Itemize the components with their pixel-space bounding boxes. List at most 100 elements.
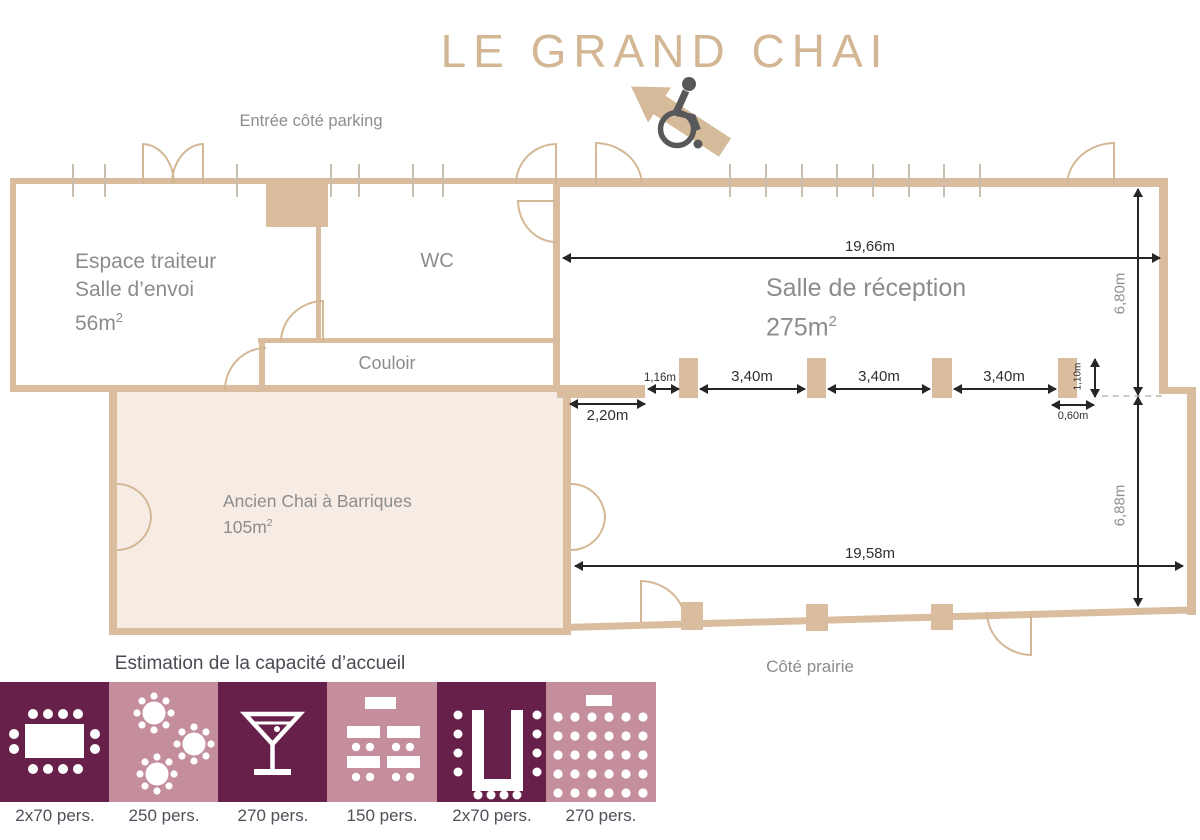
room-label-wc: WC <box>420 250 454 272</box>
window-tick <box>104 164 106 197</box>
dimension-gap-2 <box>827 384 931 394</box>
dimension-pillar-depth <box>1090 358 1100 398</box>
theater-rows-icon <box>553 695 648 798</box>
capacity-label: 270 pers. <box>565 806 637 825</box>
cocktail-glass-icon <box>239 711 306 775</box>
dimension-label: 1,16m <box>644 372 676 384</box>
room-label-reception: Salle de réception 275m2 <box>766 274 967 342</box>
window-tick <box>872 164 874 197</box>
room-label-chai: Ancien Chai à Barriques 105m2 <box>223 491 412 537</box>
dashed-line <box>1102 395 1162 397</box>
wall <box>1159 387 1196 394</box>
dimension-label: 19,66m <box>844 238 896 255</box>
room-label-espace-traiteur: Espace traiteur Salle d’envoi 56m2 <box>75 250 217 335</box>
dimension-bottom-width <box>574 561 1184 571</box>
window-tick <box>72 164 74 197</box>
column <box>806 604 828 631</box>
dimension-label: 0,60m <box>1057 410 1089 422</box>
round-tables-icon <box>133 692 215 795</box>
dimension-right-upper <box>1133 188 1143 396</box>
dimension-gap-1 <box>699 384 806 394</box>
entrance-door-arc <box>595 142 643 186</box>
wall <box>563 385 571 635</box>
window-tick <box>729 164 731 197</box>
window-tick <box>836 164 838 197</box>
dimension-label: 3,40m <box>731 368 773 385</box>
wall <box>557 178 1168 187</box>
wheelchair-icon <box>657 77 703 149</box>
capacity-label: 150 pers. <box>346 806 418 825</box>
column <box>931 604 953 630</box>
dimension-pillar-width <box>1051 400 1095 410</box>
dimension-label: 6,88m <box>1111 484 1129 527</box>
capacity-label: 2x70 pers. <box>15 806 95 825</box>
page-title: LE GRAND CHAI <box>440 25 890 77</box>
column <box>681 602 703 630</box>
dimension-label: 2,20m <box>586 407 629 424</box>
wall <box>10 385 570 392</box>
door-arc <box>640 580 686 622</box>
capacity-label: 2x70 pers. <box>452 806 532 825</box>
door-arc <box>517 200 556 243</box>
window-tick <box>908 164 910 197</box>
window-tick <box>765 164 767 197</box>
capacity-label: 270 pers. <box>237 806 309 825</box>
legend-tile-banquet <box>0 682 110 802</box>
dimension-label: 3,40m <box>858 368 900 385</box>
door-arc <box>280 300 324 342</box>
structural-column <box>266 181 328 227</box>
wall <box>109 385 117 635</box>
wall <box>557 385 645 398</box>
column <box>1058 358 1077 398</box>
legend-tile-theater <box>546 682 656 802</box>
window-tick <box>979 164 981 197</box>
wall <box>553 178 560 392</box>
window-tick <box>943 164 945 197</box>
dimension-first-gap <box>647 384 680 394</box>
dimension-right-lower <box>1133 396 1143 607</box>
door-arc <box>571 483 606 518</box>
wall <box>316 224 321 343</box>
prairie-label: Côté prairie <box>766 657 854 676</box>
capacity-label: 250 pers. <box>128 806 200 825</box>
wall <box>10 178 16 391</box>
ancien-chai-floor <box>117 392 563 628</box>
door-arc <box>171 143 204 184</box>
wall <box>1159 178 1168 394</box>
dimension-left-offset <box>569 399 646 409</box>
dimension-label: 19,58m <box>844 545 896 562</box>
dimension-label: 1,10m <box>1072 362 1084 391</box>
column <box>932 358 952 398</box>
dimension-gap-3 <box>953 384 1057 394</box>
classroom-rows-icon <box>347 697 420 782</box>
dimension-top-width <box>562 253 1161 263</box>
room-label-couloir: Couloir <box>358 353 416 373</box>
wall <box>109 628 571 635</box>
window-tick <box>330 164 332 197</box>
dimension-label: 6,80m <box>1111 272 1129 315</box>
window-tick <box>358 164 360 197</box>
door-arc <box>224 347 266 390</box>
door-arc <box>142 143 175 184</box>
legend-tile-u-shape <box>437 682 547 802</box>
window-tick <box>236 164 238 197</box>
window-tick <box>412 164 414 197</box>
u-shape-table-icon <box>453 710 542 800</box>
banquet-table-icon <box>9 709 100 774</box>
door-arc <box>571 516 606 551</box>
window-tick <box>801 164 803 197</box>
door-arc <box>986 612 1032 656</box>
entrance-label: Entrée côté parking <box>239 112 383 130</box>
door-arc <box>515 143 557 184</box>
wall <box>1187 387 1196 615</box>
window-tick <box>442 164 444 197</box>
legend-tile-round-tables <box>109 682 219 802</box>
wall <box>258 338 555 343</box>
door-arc <box>1066 142 1115 186</box>
column <box>679 358 698 398</box>
legend-tile-cocktail <box>218 682 328 802</box>
legend-tile-classroom <box>327 682 437 802</box>
legend-title: Estimation de la capacité d’accueil <box>114 653 406 674</box>
dimension-label: 3,40m <box>983 368 1025 385</box>
